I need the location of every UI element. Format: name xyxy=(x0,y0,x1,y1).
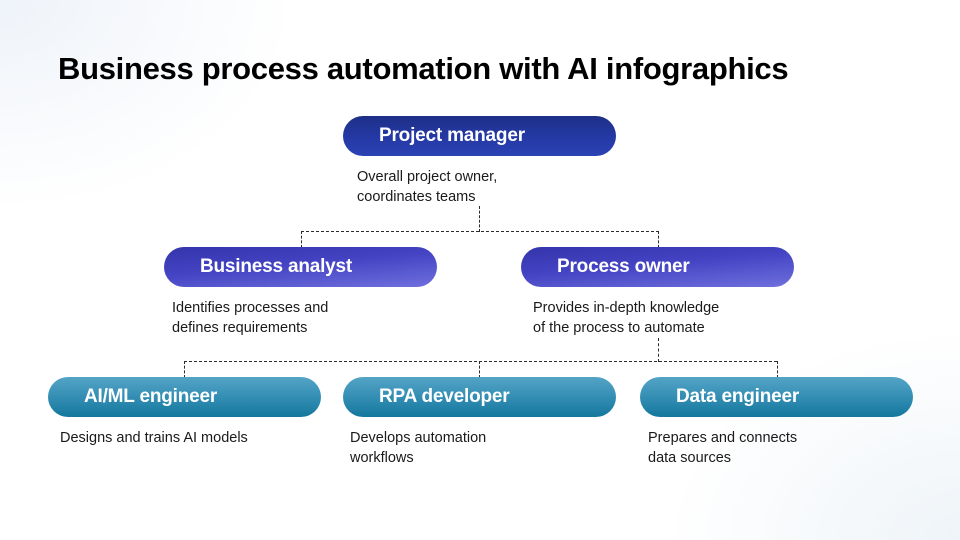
connector-drop-data-engineer xyxy=(777,361,778,378)
connector-drop-business-analyst xyxy=(301,231,302,248)
node-description-project-manager: Overall project owner, coordinates teams xyxy=(357,169,498,205)
node-rpa-developer[interactable]: RPA developer xyxy=(343,377,616,417)
node-label-ai-ml-engineer: AI/ML engineer xyxy=(84,386,218,407)
node-description-ai-ml-engineer: Designs and trains AI models xyxy=(60,430,248,446)
node-label-project-manager: Project manager xyxy=(379,125,525,146)
node-ai-ml-engineer[interactable]: AI/ML engineer xyxy=(48,377,321,417)
node-data-engineer[interactable]: Data engineer xyxy=(640,377,913,417)
connector-drop-rpa-developer xyxy=(479,361,480,378)
node-label-process-owner: Process owner xyxy=(557,256,690,277)
connector-bus-level2 xyxy=(301,231,659,232)
node-description-data-engineer: Prepares and connects data sources xyxy=(648,430,798,466)
node-project-manager[interactable]: Project manager xyxy=(343,116,616,156)
connector-stem-process-owner xyxy=(658,338,659,362)
connector-drop-process-owner xyxy=(658,231,659,248)
node-label-data-engineer: Data engineer xyxy=(676,386,800,407)
node-description-process-owner: Provides in-depth knowledge of the proce… xyxy=(533,300,720,336)
node-process-owner[interactable]: Process owner xyxy=(521,247,794,287)
connector-bus-level3 xyxy=(184,361,777,362)
node-label-business-analyst: Business analyst xyxy=(200,256,353,277)
connector-drop-ai-ml-engineer xyxy=(184,361,185,378)
page-title: Business process automation with AI info… xyxy=(58,51,789,86)
connector-stem-project-manager xyxy=(479,206,480,232)
node-label-rpa-developer: RPA developer xyxy=(379,386,510,407)
node-description-rpa-developer: Develops automation workflows xyxy=(350,430,487,466)
node-description-business-analyst: Identifies processes and defines require… xyxy=(172,300,329,336)
node-business-analyst[interactable]: Business analyst xyxy=(164,247,437,287)
